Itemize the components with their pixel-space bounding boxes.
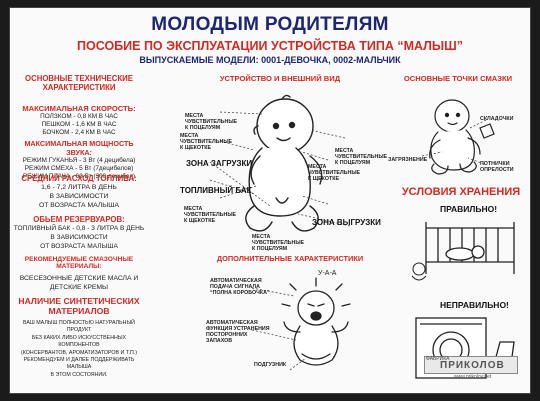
kiss-zone-label-2: МЕСТА ЧУВСТВИТЕЛЬНЫЕ К ПОЦЕЛУЯМ	[335, 148, 388, 166]
lube-points-title: ОСНОВНЫЕ ТОЧКИ СМАЗКИ	[403, 74, 513, 83]
fuel-line-2: В ЗАВИСИМОСТИ	[49, 193, 109, 200]
tanks-line-1: ТОПЛИВНЫЙ БАК - 0,8 - 3 ЛИТРА В ДЕНЬ	[13, 225, 145, 232]
synthetic-line-1: ВАШ МАЛЫШ ПОЛНОСТЬЮ НАТУРАЛЬНЫЙ ПРОДУКТ	[23, 320, 135, 334]
tickle-zone-label-3: МЕСТА ЧУВСТВИТЕЛЬНЫЕ К ЩЕКОТКЕ	[184, 206, 237, 224]
speed-line-2: ПЕШКОМ - 1,6 КМ В ЧАС	[41, 121, 117, 129]
synthetic-line-4: РЕКОМЕНДУЕМ И ДАЛЕЕ ПОДДЕРЖИВАТЬ МАЛЫША	[23, 357, 135, 371]
synthetic-title: НАЛИЧИЕ СИНТЕТИЧЕСКИХ МАТЕРИАЛОВ	[18, 296, 140, 316]
models-line: ВЫПУСКАЕМЫЕ МОДЕЛИ: 0001-ДЕВОЧКА, 0002-М…	[139, 55, 401, 65]
synthetic-line-2: БЕЗ КАКИХ ЛИБО ИСКУССТВЕННЫХ КОМПОНЕНТОВ	[31, 334, 127, 349]
fuel-tank-label: ТОПЛИВНЫЙ БАК	[180, 186, 252, 195]
diaper-label: ПОДГУЗНИК	[254, 362, 287, 368]
tanks-line-2: В ЗАВИСИМОСТИ	[50, 234, 108, 241]
sound-title: МАКСИМАЛЬНАЯ МОЩНОСТЬ ЗВУКА:	[24, 139, 134, 157]
synthetic-line-5: В ЭТОМ СОСТОЯНИИ.	[50, 371, 108, 378]
poster-title: МОЛОДЫМ РОДИТЕЛЯМ	[151, 14, 389, 35]
fuel-line-3: ОТ ВОЗРАСТА МАЛЫША	[38, 202, 120, 209]
soreness-label: ЗАГРЯЗНЕНИЕ	[388, 157, 428, 163]
folds-label: СКЛАДОЧКИ	[480, 116, 514, 122]
kiss-zone-label-3: МЕСТА ЧУВСТВИТЕЛЬНЫЕ К ПОЦЕЛУЯМ	[252, 234, 305, 252]
fuel-block: СРЕДНИЙ РАСХОД ТОПЛИВА: 1,6 - 7,2 ЛИТРА …	[14, 174, 144, 210]
sound-line-3: РЕЖИМ ПЛАЧА - 60 Вт (300 децибел)	[22, 173, 136, 181]
sound-line-2: РЕЖИМ СМЕХА - 5 Вт (7децибелов)	[24, 165, 134, 173]
specs-title: ОСНОВНЫЕ ТЕХНИЧЕСКИЕ ХАРАКТЕРИСТИКИ	[25, 74, 133, 92]
sitting-baby-illustration	[421, 99, 495, 175]
kiss-zone-label-1: МЕСТА ЧУВСТВИТЕЛЬНЫЕ К ПОЦЕЛУЯМ	[185, 113, 238, 131]
wrong-label: НЕПРАВИЛЬНО!	[440, 300, 509, 310]
speed-line-1: ПОЛЗКОМ - 0,8 КМ В ЧАС	[40, 113, 118, 120]
tanks-title: ОБЬЕМ РЕЗЕРВУАРОВ:	[33, 215, 125, 224]
sound-block: МАКСИМАЛЬНАЯ МОЩНОСТЬ ЗВУКА: РЕЖИМ ГУКАН…	[12, 139, 146, 182]
fuel-title: СРЕДНИЙ РАСХОД ТОПЛИВА:	[21, 174, 137, 183]
signal-label: АВТОМАТИЧЕСКАЯ ПОДАЧА СИГНАЛА “ПОЛНА КОР…	[210, 278, 270, 296]
poster: МОЛОДЫМ РОДИТЕЛЯМ ПОСОБИЕ ПО ЭКСПЛУАТАЦИ…	[10, 8, 530, 393]
odor-label: АВТОМАТИЧЕСКАЯ ФУНКЦИЯ УСТРАНЕНИЯ ПОСТОР…	[206, 320, 270, 344]
sound-line-1: РЕЖИМ ГУКАНЬЯ - 3 Вт (4 децибела)	[22, 157, 136, 164]
speed-title: МАКСИМАЛЬНАЯ СКОРОСТЬ:	[22, 104, 136, 113]
lube-block: РЕКОМЕНДУЕМЫЕ СМАЗОЧНЫЕ МАТЕРИАЛЫ: ВСЕСЕ…	[12, 256, 146, 292]
tickle-zone-label-1: МЕСТА ЧУВСТВИТЕЛЬНЫЕ К ЩЕКОТКЕ	[180, 133, 233, 151]
logo-text: ПРИКОЛОВ	[440, 360, 505, 371]
speed-line-3: БОЧКОМ - 2,4 КМ В ЧАС	[42, 129, 116, 137]
device-title: УСТРОЙСТВО И ВНЕШНИЙ ВИД	[219, 74, 341, 83]
tickle-zone-label-2: МЕСТА ЧУВСТВИТЕЛЬНЫЕ К ЩЕКОТКЕ	[308, 164, 361, 182]
right-label: ПРАВИЛЬНО!	[440, 204, 498, 214]
baby-illustration	[209, 94, 351, 232]
poster-subtitle: ПОСОБИЕ ПО ЭКСПЛУАТАЦИИ УСТРОЙСТВА ТИПА …	[77, 39, 463, 53]
ua-cry: У-А-А	[318, 270, 337, 277]
extra-title: ДОПОЛНИТЕЛЬНЫЕ ХАРАКТЕРИСТИКИ	[216, 254, 364, 263]
speed-block: МАКСИМАЛЬНАЯ СКОРОСТЬ: ПОЛЗКОМ - 0,8 КМ …	[14, 104, 144, 138]
storage-title: УСЛОВИЯ ХРАНЕНИЯ	[401, 186, 521, 198]
crib-illustration	[425, 222, 515, 274]
lube-line-1: ВСЕСЕЗОННЫЕ ДЕТСКИЕ МАСЛА И	[19, 275, 139, 282]
logo-small-text: ФАБРИКА	[426, 356, 450, 362]
lube-title: РЕКОМЕНДУЕМЫЕ СМАЗОЧНЫЕ МАТЕРИАЛЫ:	[24, 256, 134, 270]
crying-baby-illustration	[251, 277, 351, 371]
load-zone-label: ЗОНА ЗАГРУЗКИ	[186, 159, 253, 168]
tanks-line-3: ОТ ВОЗРАСТА МАЛЫША	[40, 243, 118, 250]
sad-baby-icon	[411, 262, 427, 281]
fuel-line-1: 1,6 - 7,2 ЛИТРА В ДЕНЬ	[41, 184, 117, 191]
website-text: www.prikolov.net	[454, 374, 492, 380]
synthetic-block: НАЛИЧИЕ СИНТЕТИЧЕСКИХ МАТЕРИАЛОВ ВАШ МАЛ…	[16, 296, 142, 379]
lube-line-2: ДЕТСКИЕ КРЕМЫ	[49, 284, 109, 291]
tanks-block: ОБЬЕМ РЕЗЕРВУАРОВ: ТОПЛИВНЫЙ БАК - 0,8 -…	[12, 215, 146, 251]
logo-box	[424, 356, 518, 374]
sweat-label: ПОТНИЧКИ ОПРЕЛОСТИ	[480, 161, 514, 173]
unload-zone-label: ЗОНА ВЫГРУЗКИ	[312, 218, 381, 227]
synthetic-line-3: (КОНСЕРВАНТОВ, АРОМАТИЗАТОРОВ И Т.П.)	[21, 349, 137, 356]
